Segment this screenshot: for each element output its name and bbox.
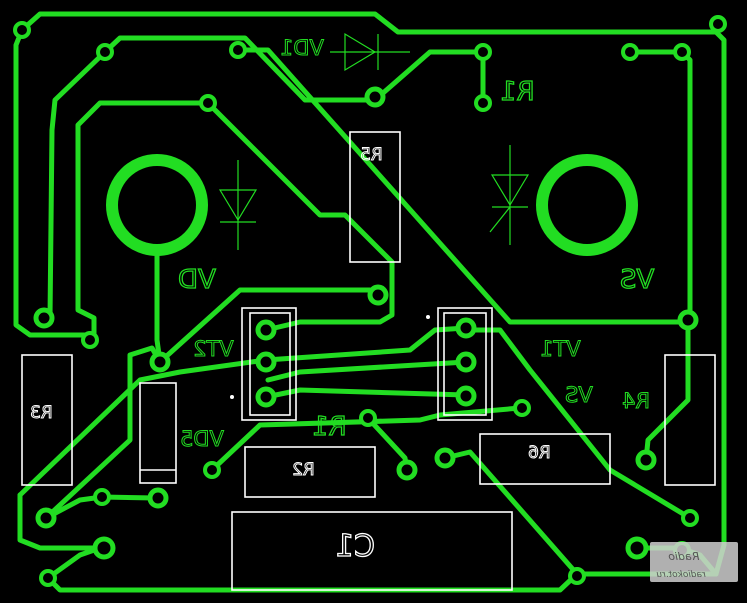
label-vs-large: VS — [620, 265, 654, 295]
trace-vd-left — [75, 100, 211, 341]
trace-r6 — [442, 449, 580, 577]
vt1-outline — [437, 307, 493, 421]
pad — [96, 43, 114, 61]
pad — [474, 43, 492, 61]
trace-vt1-right — [463, 327, 693, 521]
pad — [229, 41, 247, 59]
vt2-pad-2 — [255, 351, 277, 373]
vt2-inner-outline — [249, 312, 291, 416]
watermark-line2: radiokot.ru — [656, 570, 706, 580]
pad — [367, 284, 389, 306]
pad — [681, 509, 699, 527]
vt1-pad-2 — [455, 351, 477, 373]
vt1-pad-3 — [455, 385, 477, 407]
trace-vt2-bottom — [263, 387, 469, 400]
trace-left-bottom4 — [45, 545, 103, 581]
label-r2: R2 — [292, 460, 315, 480]
vt1-inner-outline — [443, 312, 487, 416]
r5-outline — [349, 131, 401, 263]
label-vs-small: VS — [565, 383, 593, 407]
marker-dot — [230, 395, 234, 399]
vs-thyristor-symbol — [489, 145, 530, 245]
trace-bottom-long — [45, 571, 580, 593]
pad — [625, 536, 649, 560]
vt2-outline — [241, 307, 297, 421]
pad — [203, 461, 221, 479]
pad — [673, 43, 691, 61]
vt1-pad-1 — [455, 317, 477, 339]
pad — [474, 94, 492, 112]
watermark-box — [650, 542, 738, 582]
pad — [13, 21, 31, 39]
trace-diagonal-main — [235, 47, 691, 325]
pad — [93, 488, 111, 506]
trace-vd5-diag — [209, 405, 523, 473]
vt2-pad-1 — [255, 319, 277, 341]
label-vd5: VD5 — [180, 427, 224, 451]
pad — [568, 567, 586, 585]
label-r3: R3 — [30, 403, 53, 423]
pad — [709, 15, 727, 33]
pad — [199, 94, 217, 112]
vd1-symbol — [330, 32, 410, 72]
pad — [621, 43, 639, 61]
pads — [13, 15, 727, 587]
label-r1-mid: R1 — [312, 412, 347, 442]
vs-mount-ring — [536, 154, 638, 256]
watermark: Radio radiokot.ru — [650, 542, 738, 582]
vt2-pad-3 — [255, 386, 277, 408]
mounting-holes — [106, 154, 638, 256]
pad — [359, 409, 377, 427]
pad — [147, 487, 169, 509]
pad — [35, 507, 57, 529]
c1-outline — [231, 511, 513, 591]
trace-vt2-mid2 — [265, 359, 469, 383]
label-vt1: VT1 — [540, 337, 581, 361]
pad — [149, 351, 171, 373]
pad — [635, 449, 657, 471]
label-vd1: VD1 — [280, 36, 324, 60]
label-r4: R4 — [622, 389, 650, 413]
pad — [513, 399, 531, 417]
label-r5: R5 — [360, 145, 383, 165]
pad — [434, 447, 456, 469]
silkscreen-outlines — [21, 131, 716, 591]
vd-mount-ring — [106, 154, 208, 256]
trace-vt2-mid — [263, 325, 469, 363]
r6-outline — [479, 433, 611, 485]
trace-top-left — [102, 35, 486, 103]
pad — [33, 307, 55, 329]
trace-left-down — [41, 49, 108, 321]
trace-left-bottom — [43, 345, 163, 521]
label-vt2: VT2 — [193, 337, 234, 361]
trace-r5 — [205, 100, 395, 333]
pad — [396, 459, 418, 481]
labels: VD1 R1 R5 VD VS VT2 VT1 VS R4 R3 VD5 R1 … — [30, 36, 655, 565]
trace-vd5-left — [17, 357, 269, 498]
pad — [92, 536, 116, 560]
watermark-line1: Radio — [668, 550, 699, 563]
vd-diode-symbol — [218, 160, 258, 250]
label-c1: C1 — [335, 529, 375, 564]
pad — [364, 86, 386, 108]
label-vd: VD — [178, 265, 216, 295]
label-r6: R6 — [528, 443, 551, 463]
label-r1-top: R1 — [500, 77, 535, 107]
r3-outline — [21, 354, 73, 486]
r4-outline — [664, 354, 716, 486]
trace-left-bottom2 — [43, 494, 158, 521]
vd5-outline — [139, 382, 177, 484]
pad — [677, 309, 699, 331]
marker-dot — [426, 315, 430, 319]
trace-r4-link — [643, 319, 691, 463]
pad — [81, 331, 99, 349]
pad — [39, 569, 57, 587]
r2-outline — [244, 446, 376, 498]
trace-vd-down — [154, 247, 163, 365]
